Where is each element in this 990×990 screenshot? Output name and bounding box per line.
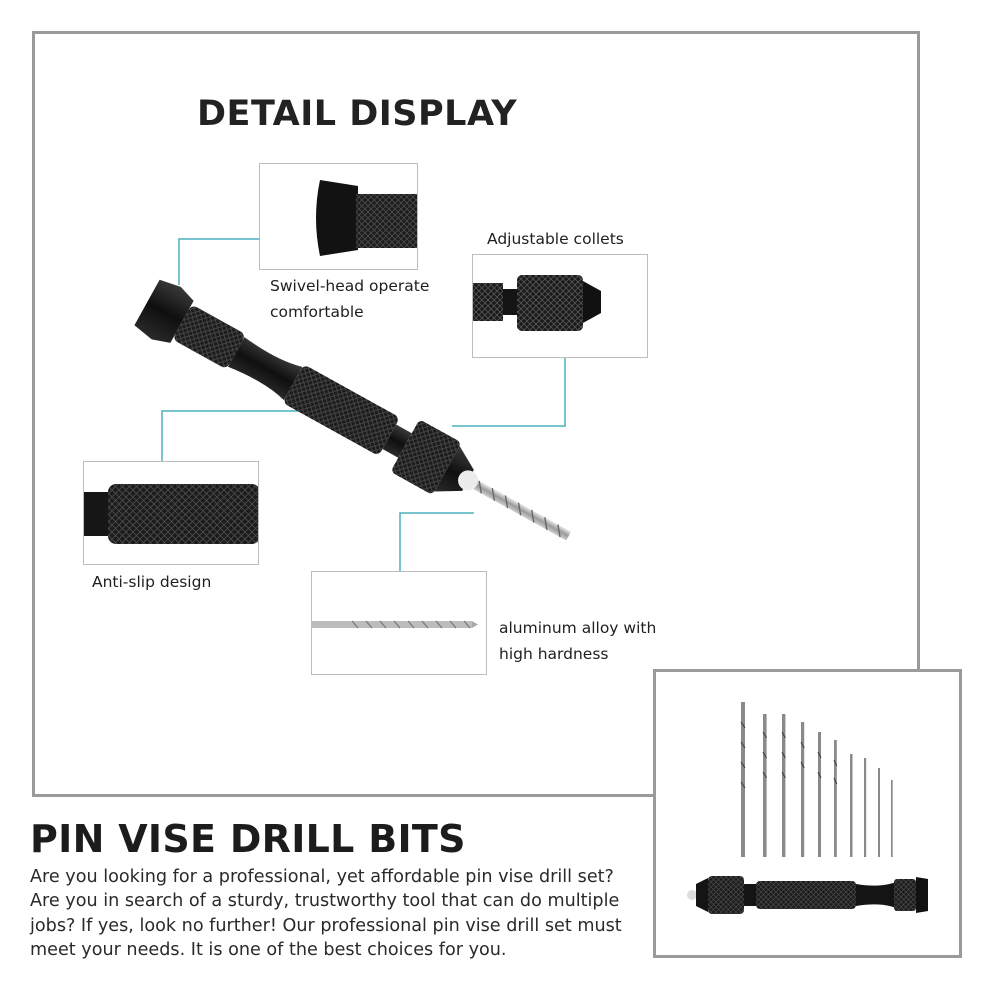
drill-bit-set-illustration — [687, 702, 928, 914]
knurled-grip — [284, 366, 398, 454]
callout-label-aluminum-alloy: aluminum alloy with high hardness — [499, 619, 657, 663]
callout-label-swivel-head: Swivel-head operate comfortable — [270, 277, 430, 321]
drill-set-image-frame — [653, 669, 962, 958]
callout-label-adjustable-collets: Adjustable collets — [487, 230, 624, 248]
drill-bit — [461, 473, 572, 541]
detail-swivel-head-image — [259, 163, 418, 270]
product-heading: PIN VISE DRILL BITS — [30, 817, 466, 861]
detail-display-title: DETAIL DISPLAY — [197, 94, 518, 134]
callout-label-anti-slip: Anti-slip design — [92, 573, 212, 591]
detail-drill-bit-image — [311, 571, 487, 675]
detail-display-frame — [32, 31, 920, 797]
detail-anti-slip-image — [83, 461, 259, 565]
product-description: Are you looking for a professional, yet … — [30, 867, 622, 961]
swivel-head — [134, 279, 194, 343]
detail-collets-image — [472, 254, 648, 358]
adjustable-collet — [392, 421, 460, 494]
